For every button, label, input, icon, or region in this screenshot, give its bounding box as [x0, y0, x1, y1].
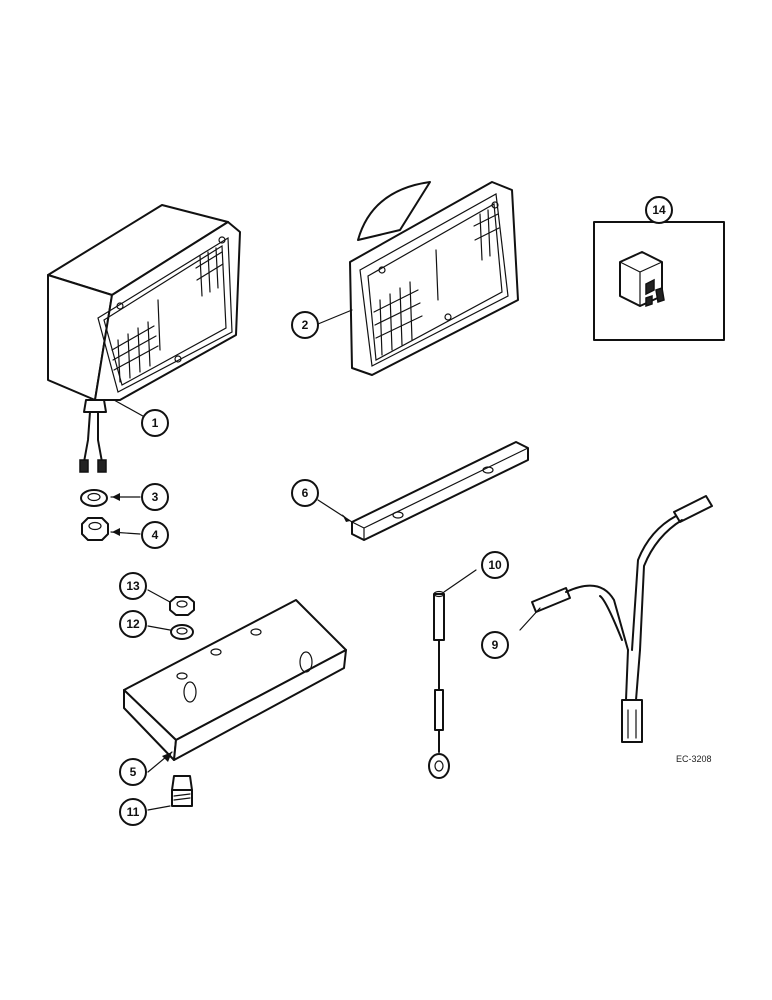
callout-14: 14 [645, 196, 673, 224]
lock-washer [80, 489, 141, 507]
callout-11: 11 [119, 798, 147, 826]
callout-3: 3 [141, 483, 169, 511]
callout-13: 13 [119, 572, 147, 600]
washer-small [147, 624, 194, 640]
callout-12-label: 12 [126, 617, 140, 631]
callout-1: 1 [141, 409, 169, 437]
flat-strap [317, 441, 529, 541]
callout-6: 6 [291, 479, 319, 507]
callout-5-label: 5 [130, 765, 137, 779]
callout-12: 12 [119, 610, 147, 638]
callout-3-label: 3 [152, 490, 159, 504]
callout-11-label: 11 [127, 805, 140, 819]
callout-6-label: 6 [302, 486, 309, 500]
ground-wire [428, 569, 477, 779]
callout-4: 4 [141, 521, 169, 549]
callout-1-label: 1 [152, 416, 159, 430]
bolt [147, 775, 193, 811]
callout-9-label: 9 [492, 638, 499, 652]
hex-nut [81, 517, 141, 541]
lens-grid-lamp-1 [111, 247, 224, 383]
wiring-harness [519, 495, 713, 743]
relay-panel [593, 214, 725, 341]
callout-2: 2 [291, 311, 319, 339]
callout-10: 10 [481, 551, 509, 579]
callout-2-label: 2 [302, 318, 309, 332]
angle-bracket [123, 599, 347, 773]
callout-9: 9 [481, 631, 509, 659]
work-lamp-box [47, 204, 241, 473]
lens-grid-lamp-2 [373, 209, 500, 356]
reference-code: EC-3208 [676, 754, 712, 764]
callout-14-label: 14 [652, 203, 666, 217]
nut-small [147, 589, 195, 616]
callout-5: 5 [119, 758, 147, 786]
callout-4-label: 4 [152, 528, 159, 542]
callout-10-label: 10 [488, 558, 502, 572]
callout-13-label: 13 [126, 579, 140, 593]
work-lamp-flush [317, 181, 519, 376]
relay [619, 251, 665, 308]
